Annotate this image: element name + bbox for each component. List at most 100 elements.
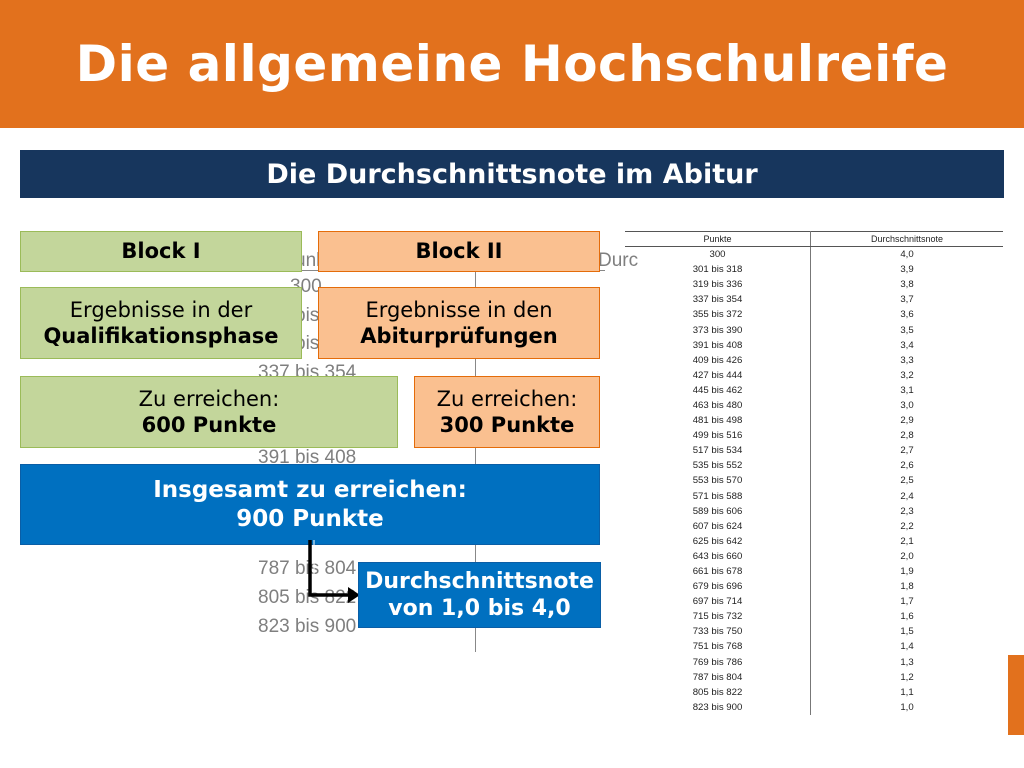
block-1-label: Block I [20,231,302,272]
points-cell: 300 [625,246,811,263]
block-1-description-line2: Qualifikationsphase [43,324,279,348]
points-cell: 751 bis 768 [625,639,811,655]
grade-cell: 2,0 [900,550,914,562]
points-cell: 715 bis 732 [625,609,811,625]
table-row: 337 bis 354 3,7 [625,292,1003,308]
points-cell: 337 bis 354 [625,292,811,308]
table-row: 607 bis 624 2,2 [625,518,1003,534]
grade-cell: 3,6 [900,309,914,321]
table-row: 751 bis 768 1,4 [625,639,1003,655]
block-2-description: Ergebnisse in den Abiturprüfungen [318,287,600,359]
points-cell: 697 bis 714 [625,594,811,610]
points-cell: 769 bis 786 [625,654,811,670]
points-cell: 319 bis 336 [625,277,811,293]
result-box: Durchschnittsnote von 1,0 bis 4,0 [358,562,601,628]
table-header-row: Punkte Durchschnittsnote [625,231,1003,247]
table-row: 769 bis 786 1,3 [625,654,1003,670]
grade-cell: 1,6 [900,611,914,623]
page-title: Die allgemeine Hochschulreife [75,35,949,93]
table-row: 697 bis 714 1,7 [625,594,1003,610]
points-cell: 643 bis 660 [625,548,811,564]
points-cell: 805 bis 822 [625,684,811,700]
points-cell: 571 bis 588 [625,488,811,504]
points-cell: 733 bis 750 [625,624,811,640]
grade-cell: 3,9 [900,264,914,276]
points-cell: 535 bis 552 [625,458,811,474]
block-1-description: Ergebnisse in der Qualifikationsphase [20,287,302,359]
grade-cell: 3,8 [900,279,914,291]
section-heading: Die Durchschnittsnote im Abitur [20,150,1004,198]
points-cell: 463 bis 480 [625,397,811,414]
grade-cell: 2,9 [900,415,914,427]
result-line1: Durchschnittsnote [365,568,594,594]
table-row: 589 bis 606 2,3 [625,503,1003,519]
column-header-grade: Durchschnittsnote [810,231,1003,247]
grade-cell: 4,0 [900,249,914,261]
grade-cell: 3,4 [900,339,914,351]
grade-cell: 1,2 [900,671,914,683]
bg-row: 823 bis 900 [258,616,357,637]
block-2-goal-line1: Zu erreichen: [436,386,578,411]
table-row: 391 bis 408 3,4 [625,337,1003,353]
grade-cell: 1,0 [900,701,914,713]
block-1-title: Block I [121,239,201,264]
points-cell: 409 bis 426 [625,352,811,368]
points-cell: 517 bis 534 [625,443,811,459]
grade-cell: 1,4 [900,641,914,653]
block-1-goal: Zu erreichen: 600 Punkte [20,376,398,448]
result-line2: von 1,0 bis 4,0 [388,596,571,621]
points-cell: 607 bis 624 [625,518,811,534]
grade-cell: 3,0 [900,399,914,411]
table-row: 787 bis 804 1,2 [625,669,1003,685]
grade-cell: 1,3 [900,656,914,668]
table-row: 715 bis 732 1,6 [625,609,1003,625]
table-row: 571 bis 588 2,4 [625,488,1003,504]
grade-cell: 2,8 [900,430,914,442]
grade-cell: 3,7 [900,294,914,306]
block-1-goal-line2: 600 Punkte [141,413,277,437]
arrow-icon [308,540,360,603]
block-2-goal: Zu erreichen: 300 Punkte [414,376,600,448]
table-row: 499 bis 516 2,8 [625,428,1003,444]
points-cell: 445 bis 462 [625,382,811,398]
table-row: 823 bis 900 1,0 [625,699,1003,715]
points-cell: 355 bis 372 [625,307,811,323]
table-row: 733 bis 750 1,5 [625,624,1003,640]
grade-cell: 2,3 [900,505,914,517]
table-row: 805 bis 822 1,1 [625,684,1003,700]
grade-cell: 2,2 [900,520,914,532]
table-row: 643 bis 660 2,0 [625,548,1003,564]
bg-header-fragment: unk [295,250,326,271]
grade-cell: 1,1 [900,686,914,698]
total-points-box: Insgesamt zu erreichen: 900 Punkte [20,464,600,545]
points-cell: 373 bis 390 [625,322,811,338]
grade-cell: 2,5 [900,475,914,487]
table-row: 300 4,0 [625,246,1003,263]
points-cell: 625 bis 642 [625,533,811,549]
points-cell: 427 bis 444 [625,367,811,383]
points-cell: 481 bis 498 [625,413,811,429]
points-cell: 499 bis 516 [625,428,811,444]
grade-cell: 1,7 [900,596,914,608]
table-row: 427 bis 444 3,2 [625,367,1003,383]
points-cell: 391 bis 408 [625,337,811,353]
grade-cell: 2,6 [900,460,914,472]
orange-accent-bar [1008,655,1024,735]
block-2-description-line1: Ergebnisse in den [365,297,553,322]
table-row: 481 bis 498 2,9 [625,413,1003,429]
grade-cell: 1,5 [900,626,914,638]
table-row: 463 bis 480 3,0 [625,397,1003,414]
points-cell: 787 bis 804 [625,669,811,685]
grade-cell: 3,2 [900,369,914,381]
points-cell: 589 bis 606 [625,503,811,519]
grade-cell: 2,4 [900,490,914,502]
points-cell: 823 bis 900 [625,699,811,715]
